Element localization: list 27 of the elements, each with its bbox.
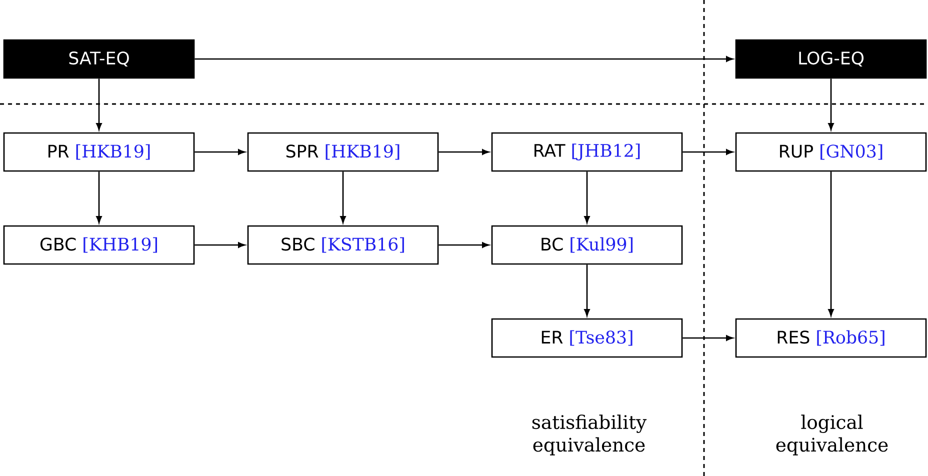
process-box: SBC [KSTB16]	[247, 225, 439, 265]
arrow	[438, 149, 490, 155]
arrow	[682, 335, 734, 341]
process-box: PR [HKB19]	[3, 132, 195, 172]
arrow	[584, 172, 590, 224]
process-box: RUP [GN03]	[735, 132, 927, 172]
arrow	[828, 78, 834, 130]
arrow	[194, 149, 246, 155]
arrow	[438, 242, 490, 248]
arrow	[194, 56, 734, 62]
process-box: SPR [HKB19]	[247, 132, 439, 172]
arrow	[96, 172, 102, 224]
arrow	[828, 172, 834, 316]
header-box: SAT-EQ	[3, 39, 195, 79]
arrow	[682, 149, 734, 155]
process-box: RAT [JHB12]	[491, 132, 683, 172]
arrow	[340, 172, 346, 224]
region-label: satisfiability equivalence	[532, 414, 647, 456]
header-box: LOG-EQ	[735, 39, 927, 79]
process-box: BC [Kul99]	[491, 225, 683, 265]
process-box: GBC [KHB19]	[3, 225, 195, 265]
arrow	[584, 264, 590, 316]
process-box: RES [Rob65]	[735, 318, 927, 358]
region-label: logical equivalence	[776, 414, 888, 456]
arrow	[96, 78, 102, 130]
process-box: ER [Tse83]	[491, 318, 683, 358]
arrow	[194, 242, 246, 248]
